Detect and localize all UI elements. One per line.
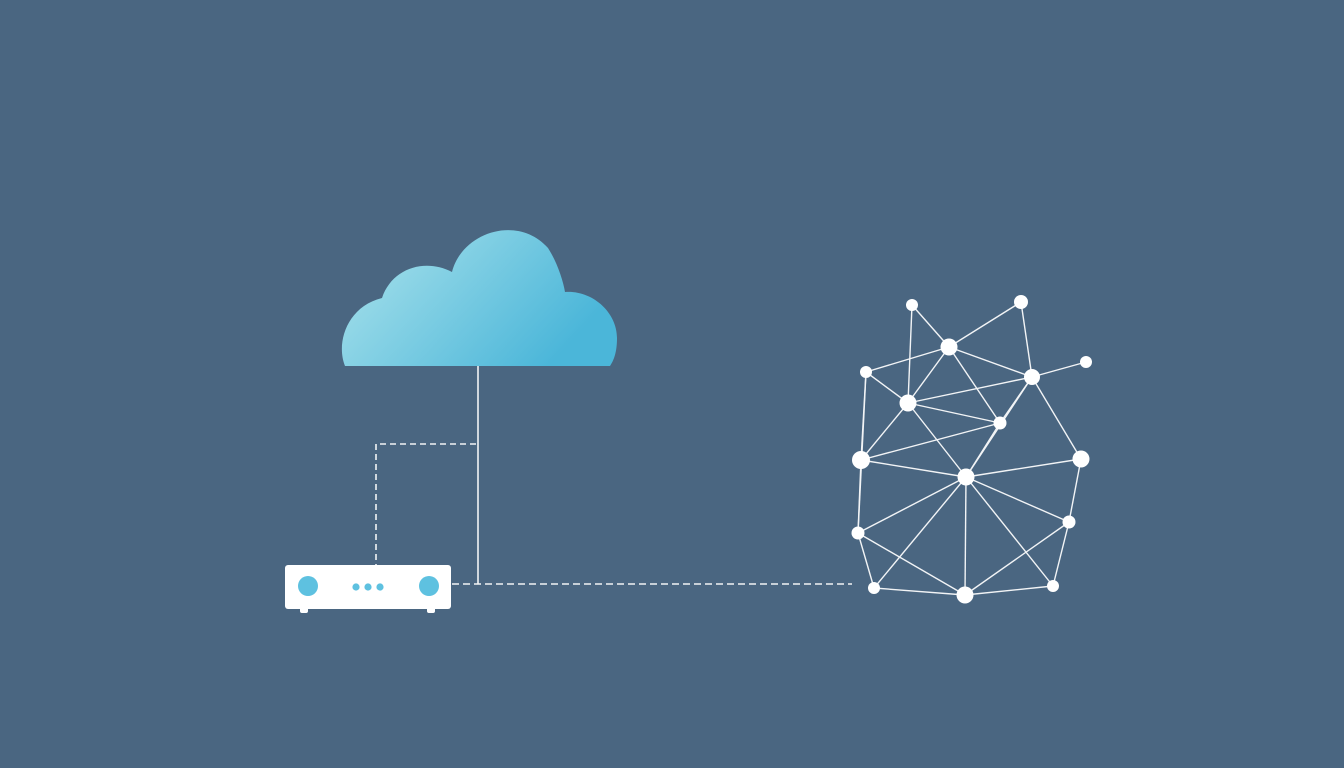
mesh-edge: [857, 532, 966, 596]
router-indicator-dot: [364, 583, 372, 591]
mesh-edge: [965, 458, 1082, 478]
mesh-edge: [860, 459, 967, 478]
mesh-node: [956, 586, 974, 604]
mesh-edge: [1052, 521, 1070, 587]
mesh-node: [906, 299, 918, 311]
mesh-edge: [873, 476, 967, 589]
mesh-edge: [907, 376, 1033, 404]
mesh-node: [1014, 295, 1028, 309]
mesh-node: [940, 338, 958, 356]
router-indicator-dot: [376, 583, 384, 591]
mesh-nodes: [851, 295, 1092, 604]
mesh-edge: [948, 301, 1022, 348]
mesh-edge: [860, 422, 1001, 461]
mesh-edge: [857, 476, 967, 534]
mesh-node: [868, 582, 880, 594]
mesh-edge: [907, 402, 1001, 424]
router-port-right: [419, 576, 439, 596]
mesh-edge: [1068, 458, 1082, 523]
mesh-node: [1062, 515, 1076, 529]
mesh-edge: [948, 346, 1033, 378]
mesh-node: [1024, 369, 1040, 385]
mesh-edge: [1031, 376, 1082, 460]
mesh-edge: [965, 422, 1001, 478]
mesh-edge: [1020, 301, 1033, 378]
mesh-edge: [860, 402, 909, 461]
mesh-edge: [873, 587, 966, 596]
cloud-shape: [341, 230, 617, 366]
mesh-edge: [964, 585, 1054, 596]
mesh-edge: [965, 476, 1070, 523]
mesh-edge: [865, 346, 950, 373]
mesh-node: [993, 416, 1007, 430]
mesh-node: [899, 394, 917, 412]
network-mesh-icon: [851, 295, 1092, 604]
mesh-node: [1047, 580, 1059, 592]
cloud-icon: [341, 230, 617, 366]
mesh-edge: [965, 476, 1054, 587]
mesh-edge: [964, 476, 967, 596]
mesh-node: [1080, 356, 1092, 368]
mesh-edge: [964, 521, 1070, 596]
mesh-node: [851, 526, 865, 540]
connector-lines: [375, 366, 852, 585]
mesh-edge: [865, 371, 909, 404]
mesh-edge: [857, 532, 875, 589]
router-indicator-dot: [352, 583, 360, 591]
mesh-edges: [857, 301, 1087, 596]
mesh-node: [852, 451, 870, 469]
cloud-to-device-dashed-line: [375, 443, 476, 566]
mesh-edge: [907, 346, 950, 404]
mesh-edge: [911, 304, 950, 348]
mesh-edge: [948, 346, 1001, 424]
mesh-node: [860, 366, 872, 378]
mesh-edge: [1031, 361, 1087, 378]
mesh-node: [1072, 450, 1090, 468]
mesh-node: [957, 468, 975, 486]
mesh-edge: [907, 304, 913, 404]
router-icon: [285, 565, 451, 613]
router-port-left: [298, 576, 318, 596]
